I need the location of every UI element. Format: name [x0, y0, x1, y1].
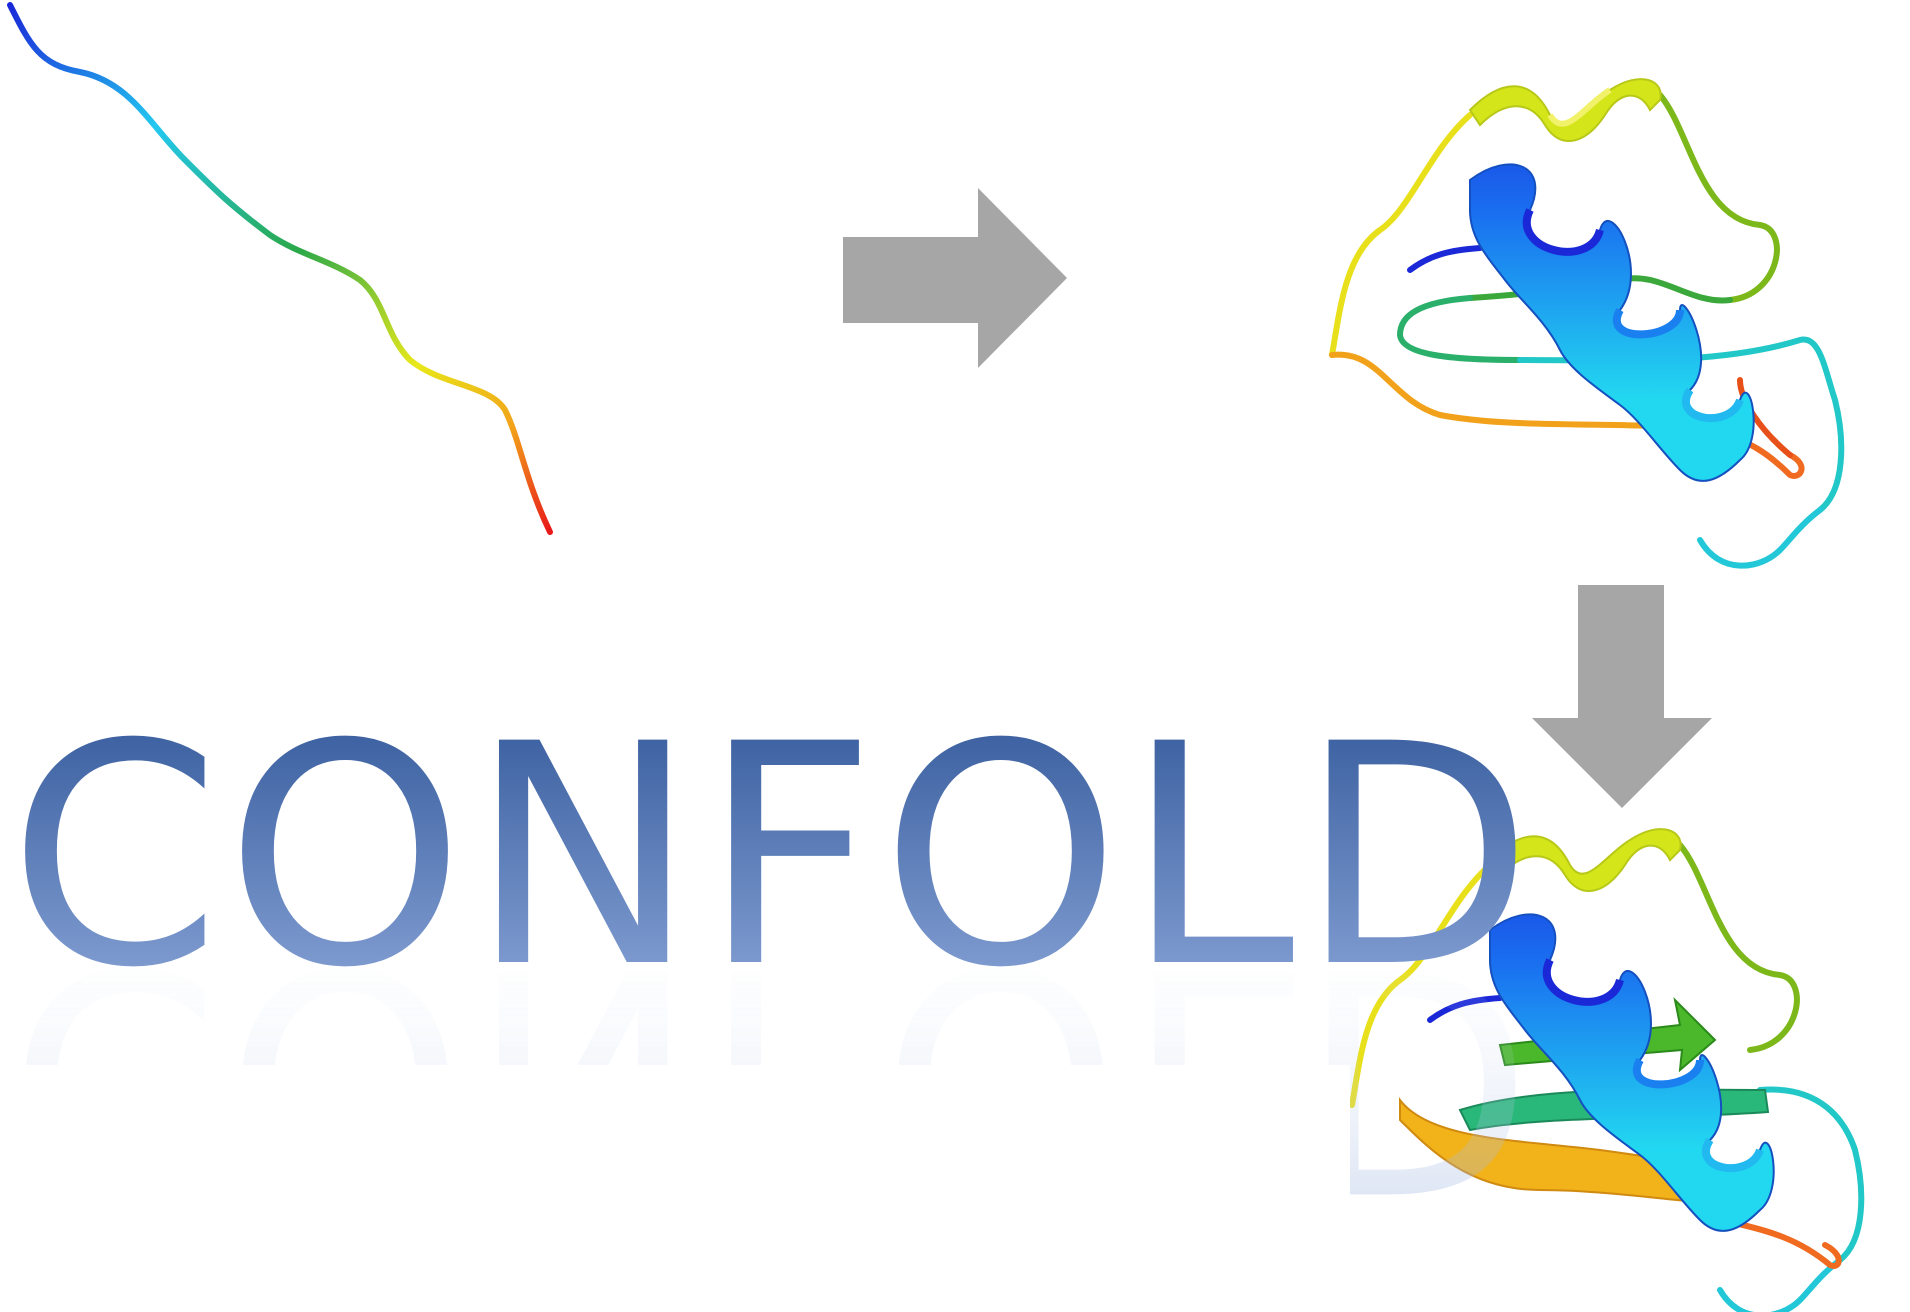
secondary-structure-fold	[1329, 78, 1845, 569]
confold-title: CONFOLD	[8, 679, 1537, 1034]
extended-chain	[7, 2, 553, 535]
refined-loops	[1349, 842, 1865, 1312]
main-helix	[1469, 163, 1755, 482]
refined-main-helix	[1489, 913, 1775, 1232]
top-helix	[1468, 78, 1662, 142]
refined-top-helix	[1488, 828, 1682, 892]
chain-backbone	[7, 2, 553, 535]
right-arrow-icon	[843, 188, 1067, 368]
refined-fold	[1349, 828, 1865, 1312]
reflection-fade	[0, 1065, 1350, 1312]
down-arrow-icon	[1532, 585, 1712, 808]
